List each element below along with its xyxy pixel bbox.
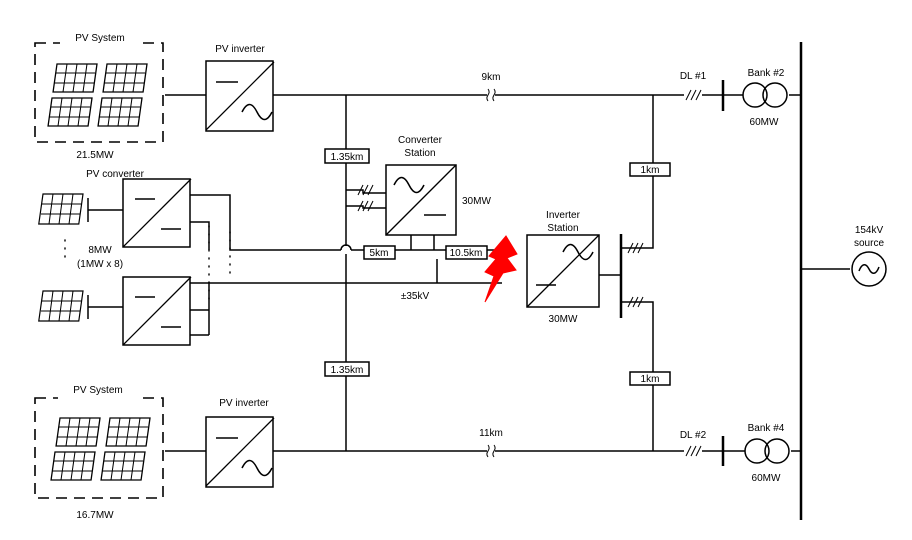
inverter-station-line2: Station (547, 223, 578, 234)
pv-inverter-bottom-label: PV inverter (219, 398, 269, 409)
converter-station: Converter Station 30MW (385, 135, 491, 236)
line-box-branch-bottom: 1km (629, 371, 671, 386)
pv-converter-capacity: 8MW (88, 245, 112, 256)
pv-converter-note: (1MW x 8) (77, 259, 123, 270)
pv-system-top: PV System 21.5MW (34, 32, 164, 161)
dc-voltage-label: ±35kV (401, 291, 430, 302)
pv-system-top-capacity: 21.5MW (76, 150, 114, 161)
line-box-branch-top-label: 1km (641, 165, 660, 176)
bank4-transformer: Bank #4 60MW (723, 423, 790, 484)
converter-station-line2: Station (404, 148, 435, 159)
transformer-icon (742, 82, 788, 108)
line-box-vert-top-label: 1.35km (331, 152, 364, 163)
pv-system-bottom: PV System 16.7MW (34, 384, 164, 521)
inverter-station: Inverter Station 30MW (526, 210, 600, 325)
pv-system-bottom-capacity: 16.7MW (76, 510, 114, 521)
inverter-station-capacity: 30MW (549, 314, 578, 325)
lightning-bolt-icon (484, 235, 518, 303)
line-label-11km: 11km (479, 428, 503, 439)
bank4-capacity: 60MW (752, 473, 781, 484)
dl1-label: DL #1 (680, 71, 707, 82)
ac-source-icon (851, 251, 887, 287)
small-solar-panel-icon (38, 193, 89, 225)
converter-station-capacity: 30MW (462, 196, 491, 207)
source-line1: 154kV (855, 225, 884, 236)
pv-converter-label: PV converter (86, 169, 144, 180)
line-label-9km: 9km (482, 72, 501, 83)
pv-system-bottom-title: PV System (73, 385, 122, 396)
line-box-vert-bottom-label: 1.35km (331, 365, 364, 376)
line-box-10-5km: 10.5km (445, 245, 488, 260)
transformer-icon (744, 438, 790, 464)
bank4-label: Bank #4 (748, 423, 785, 434)
line-box-10-5km-label: 10.5km (450, 248, 483, 259)
line-box-5km: 5km (363, 245, 396, 260)
line-box-vert-bottom: 1.35km (324, 361, 370, 377)
pv-converter-group: PV converter 8MW (1MW x 8) (38, 169, 192, 346)
converter-station-line1: Converter (398, 135, 443, 146)
line-box-branch-top: 1km (629, 162, 671, 177)
bank2-transformer: Bank #2 60MW (723, 68, 788, 128)
line-box-branch-bottom-label: 1km (641, 374, 660, 385)
ac-dc-converter-icon (385, 164, 457, 236)
solar-panel-icon (47, 63, 148, 127)
inverter-station-line1: Inverter (546, 210, 581, 221)
solar-panel-icon (50, 417, 151, 481)
line-box-vert-top: 1.35km (324, 148, 370, 164)
small-solar-panel-icon (38, 290, 89, 322)
line-box-5km-label: 5km (370, 248, 389, 259)
pv-inverter-top: PV inverter (205, 44, 275, 132)
source-line2: source (854, 238, 884, 249)
bank2-label: Bank #2 (748, 68, 785, 79)
pv-inverter-top-label: PV inverter (215, 44, 265, 55)
dc-ac-converter-icon (526, 234, 600, 308)
bank2-capacity: 60MW (750, 117, 779, 128)
grid-source: 154kV source (851, 225, 887, 287)
pv-inverter-bottom: PV inverter (205, 398, 275, 488)
dl2-label: DL #2 (680, 430, 707, 441)
pv-system-top-title: PV System (75, 33, 124, 44)
